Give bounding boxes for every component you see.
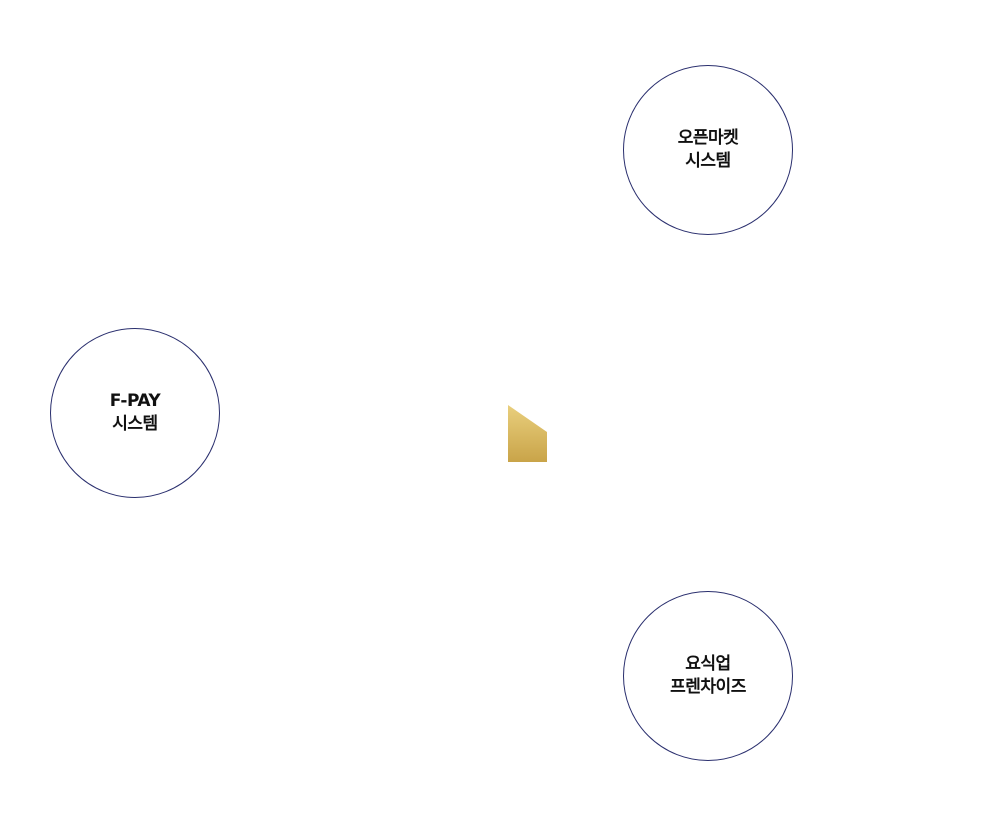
node-food-franchise: 요식업 프렌차이즈: [623, 591, 793, 761]
node-fpay-system: F-PAY 시스템: [50, 328, 220, 498]
center-shape-body: [508, 405, 547, 462]
node-open-market-system: 오픈마켓 시스템: [623, 65, 793, 235]
node-label-line1: 요식업: [685, 654, 731, 674]
center-pentagon-icon: [508, 405, 547, 462]
node-label-line2: 시스템: [685, 151, 731, 171]
node-label-line2: 프렌차이즈: [670, 677, 746, 697]
node-label-line1: 오픈마켓: [677, 128, 739, 148]
node-label-line2: 시스템: [112, 414, 158, 434]
node-label-line1: F-PAY: [109, 391, 161, 411]
